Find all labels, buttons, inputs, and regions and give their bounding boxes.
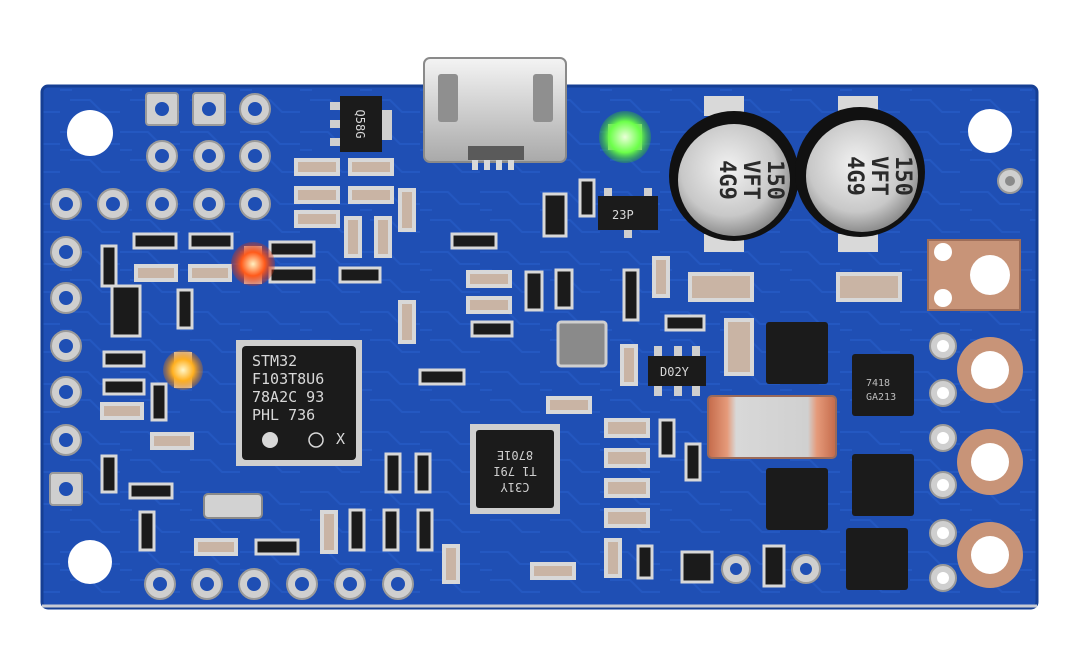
mosfet-lot: GA213 [866,392,896,403]
sot-d02y-marking: D02Y [660,365,690,379]
cap-right-value: 150 [890,156,915,196]
capacitor-left: 150 VFT 4G9 [669,96,799,252]
cap-left-code: VFT [738,160,763,200]
st-logo-icon [262,432,278,448]
capacitor-right: 150 VFT 4G9 [795,96,925,252]
cap-right-lot: 4G9 [842,156,867,196]
driver-marking-3: 8701E [497,448,533,462]
mosfet-array: 7418 GA213 [766,322,914,590]
cap-right-code: VFT [866,156,891,196]
mcu-marking-2: F103T8U6 [252,370,324,388]
cap-left-lot: 4G9 [714,160,739,200]
driver-marking-1: C31Y [500,480,530,494]
current-shunt [707,395,837,459]
sot-regulator: 23P [598,188,658,238]
mcu-marking-4: PHL 736 [252,406,315,424]
regulator-marking: Q58G [353,110,367,139]
mcu-chip: STM32 F103T8U6 78A2C 93 PHL 736 X [236,340,362,466]
driver-marking-2: T1 79I [493,464,536,478]
mcu-marking-1: STM32 [252,352,297,370]
status-led-amber [163,350,203,390]
power-terminals [927,168,1023,592]
driver-ic: C31Y T1 79I 8701E [470,424,560,514]
sot-d02y: D02Y [648,346,706,396]
power-led [599,111,651,163]
sot-marking: 23P [612,208,634,222]
mosfet-marking: 7418 [866,378,890,389]
mounting-holes [67,109,1012,584]
status-led-red [231,242,275,286]
usb-connector [423,57,567,170]
passive-components [100,158,902,588]
mcu-marking-3: 78A2C 93 [252,388,324,406]
regulator-ic: Q58G [330,96,392,152]
mcu-marking-suffix: X [336,430,345,448]
cap-left-value: 150 [762,160,787,200]
